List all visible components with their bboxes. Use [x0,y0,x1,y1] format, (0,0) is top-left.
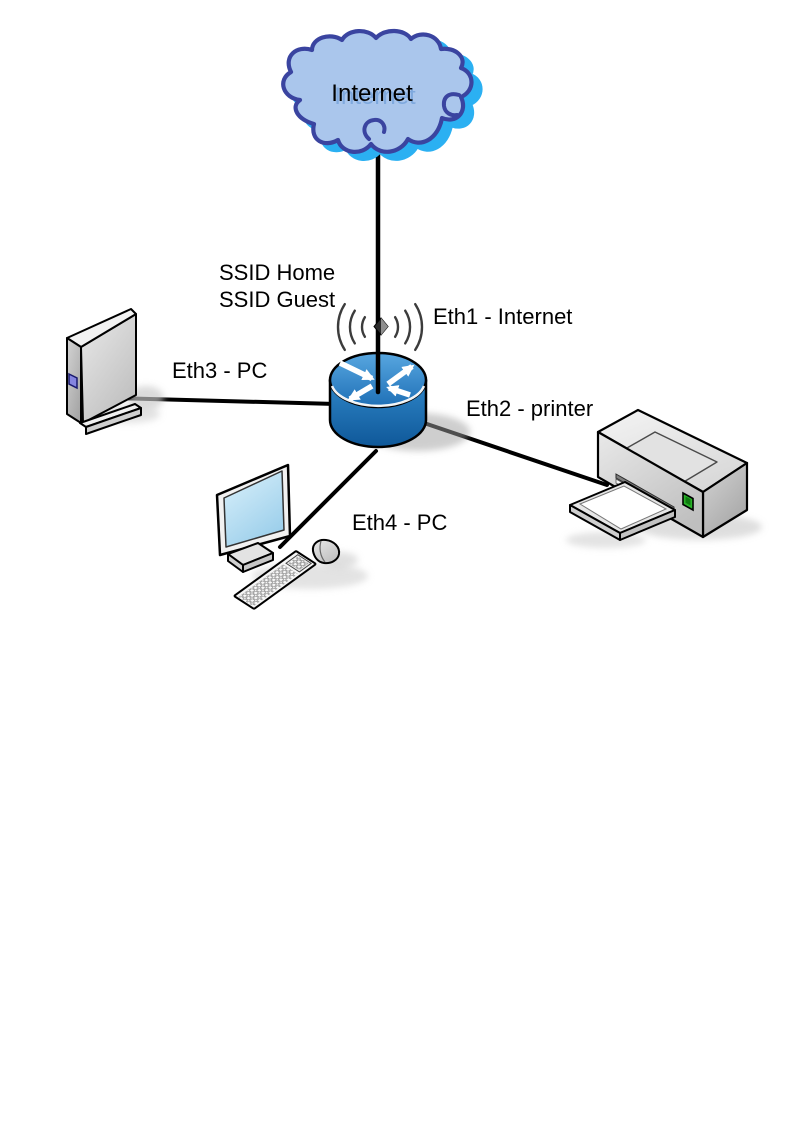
mouse-ridge [319,540,326,563]
wifi-antenna-diamond-highlight [381,318,388,335]
eth4-label: Eth4 - PC [352,510,447,535]
link-router-desktop [278,449,378,549]
desktop-pc-node [215,463,368,609]
keyboard [234,551,316,609]
cloud-shape [281,28,474,154]
printer-node [566,408,762,548]
pc-tower-power-button [68,372,78,390]
wifi-signal-icon [336,302,424,352]
mouse [311,538,341,565]
cloud-curl-right [441,92,461,118]
internet-label: Internet [331,80,413,107]
eth1-label: Eth1 - Internet [433,304,572,329]
monitor-base-right [242,552,274,573]
keyboard-numpad-keys [288,556,309,571]
printer-tray-edge-right [619,509,676,541]
router-arrows-icon [338,360,415,402]
keyboard-keys [238,564,298,607]
pc-tower-foot-front [85,407,142,435]
ssid-home-label: SSID Home [219,260,335,285]
router-top-rim [330,385,426,408]
eth3-label: Eth3 - PC [172,358,267,383]
printer-front-face [596,430,705,539]
pc-tower-node [66,308,164,435]
ssid-guest-label: SSID Guest [219,287,335,312]
internet-label-shadow: Internet [334,83,416,110]
internet-cloud-node: Internet Internet [281,28,483,161]
printer-paper-sheet [578,485,668,530]
printer-power-button-inner [685,496,691,506]
monitor-screen [223,470,285,548]
eth2-label: Eth2 - printer [466,396,593,421]
cloud-curl-bottom [362,117,387,141]
